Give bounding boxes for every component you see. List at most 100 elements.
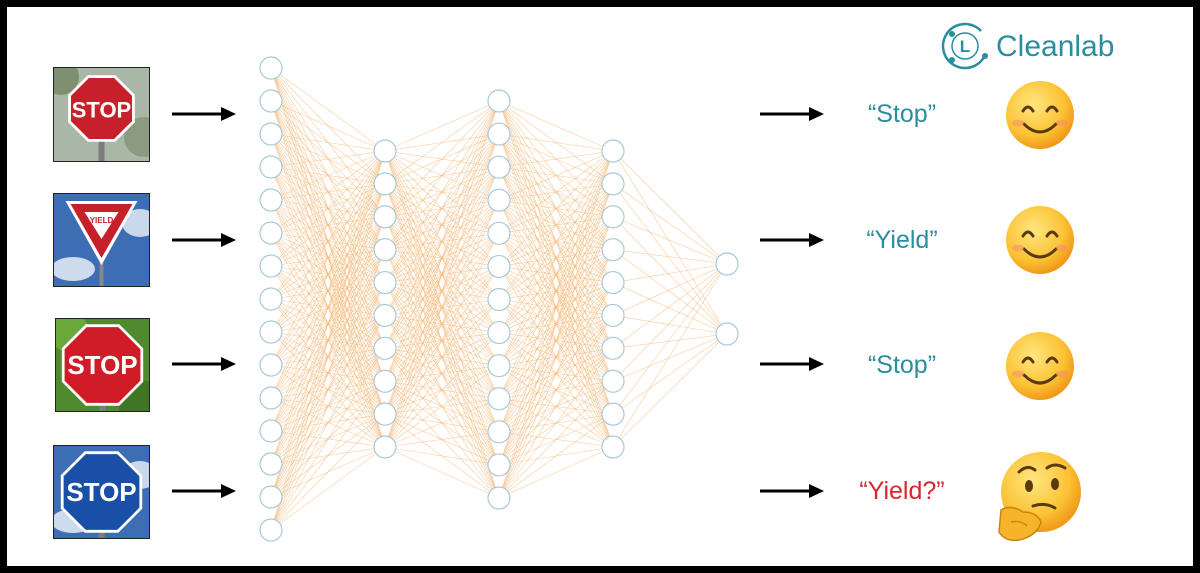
- network-node: [601, 270, 625, 295]
- network-node: [487, 122, 511, 146]
- network-edge: [612, 333, 728, 382]
- network-nodes: [259, 56, 739, 542]
- network-edge: [498, 282, 614, 499]
- network-node: [259, 485, 283, 509]
- network-edge: [384, 100, 500, 217]
- arrows: [172, 107, 824, 498]
- network-edge: [384, 100, 500, 382]
- network-edge: [612, 263, 728, 349]
- network-edge: [498, 150, 614, 333]
- network-edge: [498, 150, 614, 267]
- network-edge: [270, 381, 386, 531]
- network-node: [487, 453, 511, 477]
- network-edge: [612, 249, 728, 265]
- network-edge: [384, 100, 500, 316]
- arrow-icon: [172, 107, 236, 121]
- network-edge: [498, 150, 614, 300]
- network-edge: [612, 315, 728, 335]
- network-edge: [270, 67, 386, 152]
- network-edge: [270, 100, 386, 152]
- network-edge: [384, 133, 500, 448]
- network-edge: [384, 100, 500, 415]
- network-edge: [270, 150, 386, 432]
- network-node: [487, 254, 511, 279]
- network-edge: [612, 150, 728, 265]
- network-node: [487, 188, 511, 212]
- network-edge: [270, 150, 386, 267]
- network-edge: [270, 150, 386, 201]
- network-edge: [612, 216, 728, 265]
- network-edge: [498, 381, 614, 499]
- network-node: [259, 518, 283, 542]
- cleanlab-logo-icon: L: [941, 22, 989, 70]
- arrow-icon: [172, 484, 236, 498]
- network-node: [487, 89, 511, 113]
- network-node: [373, 205, 397, 229]
- network-node: [715, 322, 739, 346]
- smiling-face-icon: [1006, 81, 1074, 149]
- sign-text: STOP: [72, 98, 132, 123]
- network-edge: [498, 150, 614, 366]
- network-node: [601, 139, 625, 163]
- network-edge: [612, 249, 728, 335]
- network-node: [259, 155, 283, 179]
- network-edge: [612, 263, 728, 415]
- network-edge: [384, 446, 500, 466]
- network-node: [373, 402, 397, 426]
- network-edge: [384, 167, 500, 448]
- arrow-icon: [760, 107, 824, 121]
- network-node: [259, 320, 283, 344]
- network-node: [601, 303, 625, 328]
- network-edge: [384, 332, 500, 448]
- smiling-face-icon: [1006, 206, 1074, 274]
- network-edge: [270, 150, 386, 333]
- network-edge: [498, 446, 614, 499]
- network-edge: [612, 333, 728, 415]
- network-node: [259, 353, 283, 377]
- network-node: [487, 221, 511, 245]
- network-node: [601, 435, 625, 459]
- network-node: [601, 238, 625, 262]
- network-node: [373, 270, 397, 295]
- network-edge: [384, 446, 500, 499]
- network-node: [259, 419, 283, 443]
- network-node: [259, 386, 283, 410]
- output-emojis: [998, 81, 1081, 542]
- network-edge: [498, 150, 614, 234]
- network-edge: [384, 100, 500, 250]
- output-label: “Stop”: [867, 351, 937, 379]
- network-edge: [270, 133, 386, 152]
- network-edge: [270, 150, 386, 399]
- network-edge: [612, 263, 728, 448]
- network-node: [487, 387, 511, 411]
- network-node: [373, 172, 397, 196]
- network-node: [373, 139, 397, 163]
- network-edge: [384, 299, 500, 448]
- network-node: [259, 188, 283, 212]
- arrow-icon: [760, 233, 824, 247]
- arrow-icon: [172, 233, 236, 247]
- network-node: [259, 122, 283, 146]
- network-node: [601, 402, 625, 426]
- network-node: [373, 303, 397, 328]
- output-label: “Yield?”: [859, 477, 945, 505]
- network-edge: [270, 216, 386, 531]
- network-edge: [270, 348, 386, 531]
- input-image: STOP: [53, 445, 150, 539]
- network-node: [259, 56, 283, 80]
- hand-icon: [998, 506, 1042, 542]
- network-edge: [612, 216, 728, 335]
- network-node: [259, 254, 283, 278]
- network-edge: [270, 446, 386, 531]
- thinking-face-icon: [998, 452, 1081, 542]
- network-node: [715, 252, 739, 276]
- network-edge: [384, 233, 500, 448]
- sign-text: STOP: [66, 477, 136, 507]
- network-edge: [498, 150, 614, 201]
- network-edge: [498, 150, 614, 466]
- network-edge: [612, 183, 728, 265]
- network-edge: [612, 282, 728, 335]
- network-edge: [498, 150, 614, 399]
